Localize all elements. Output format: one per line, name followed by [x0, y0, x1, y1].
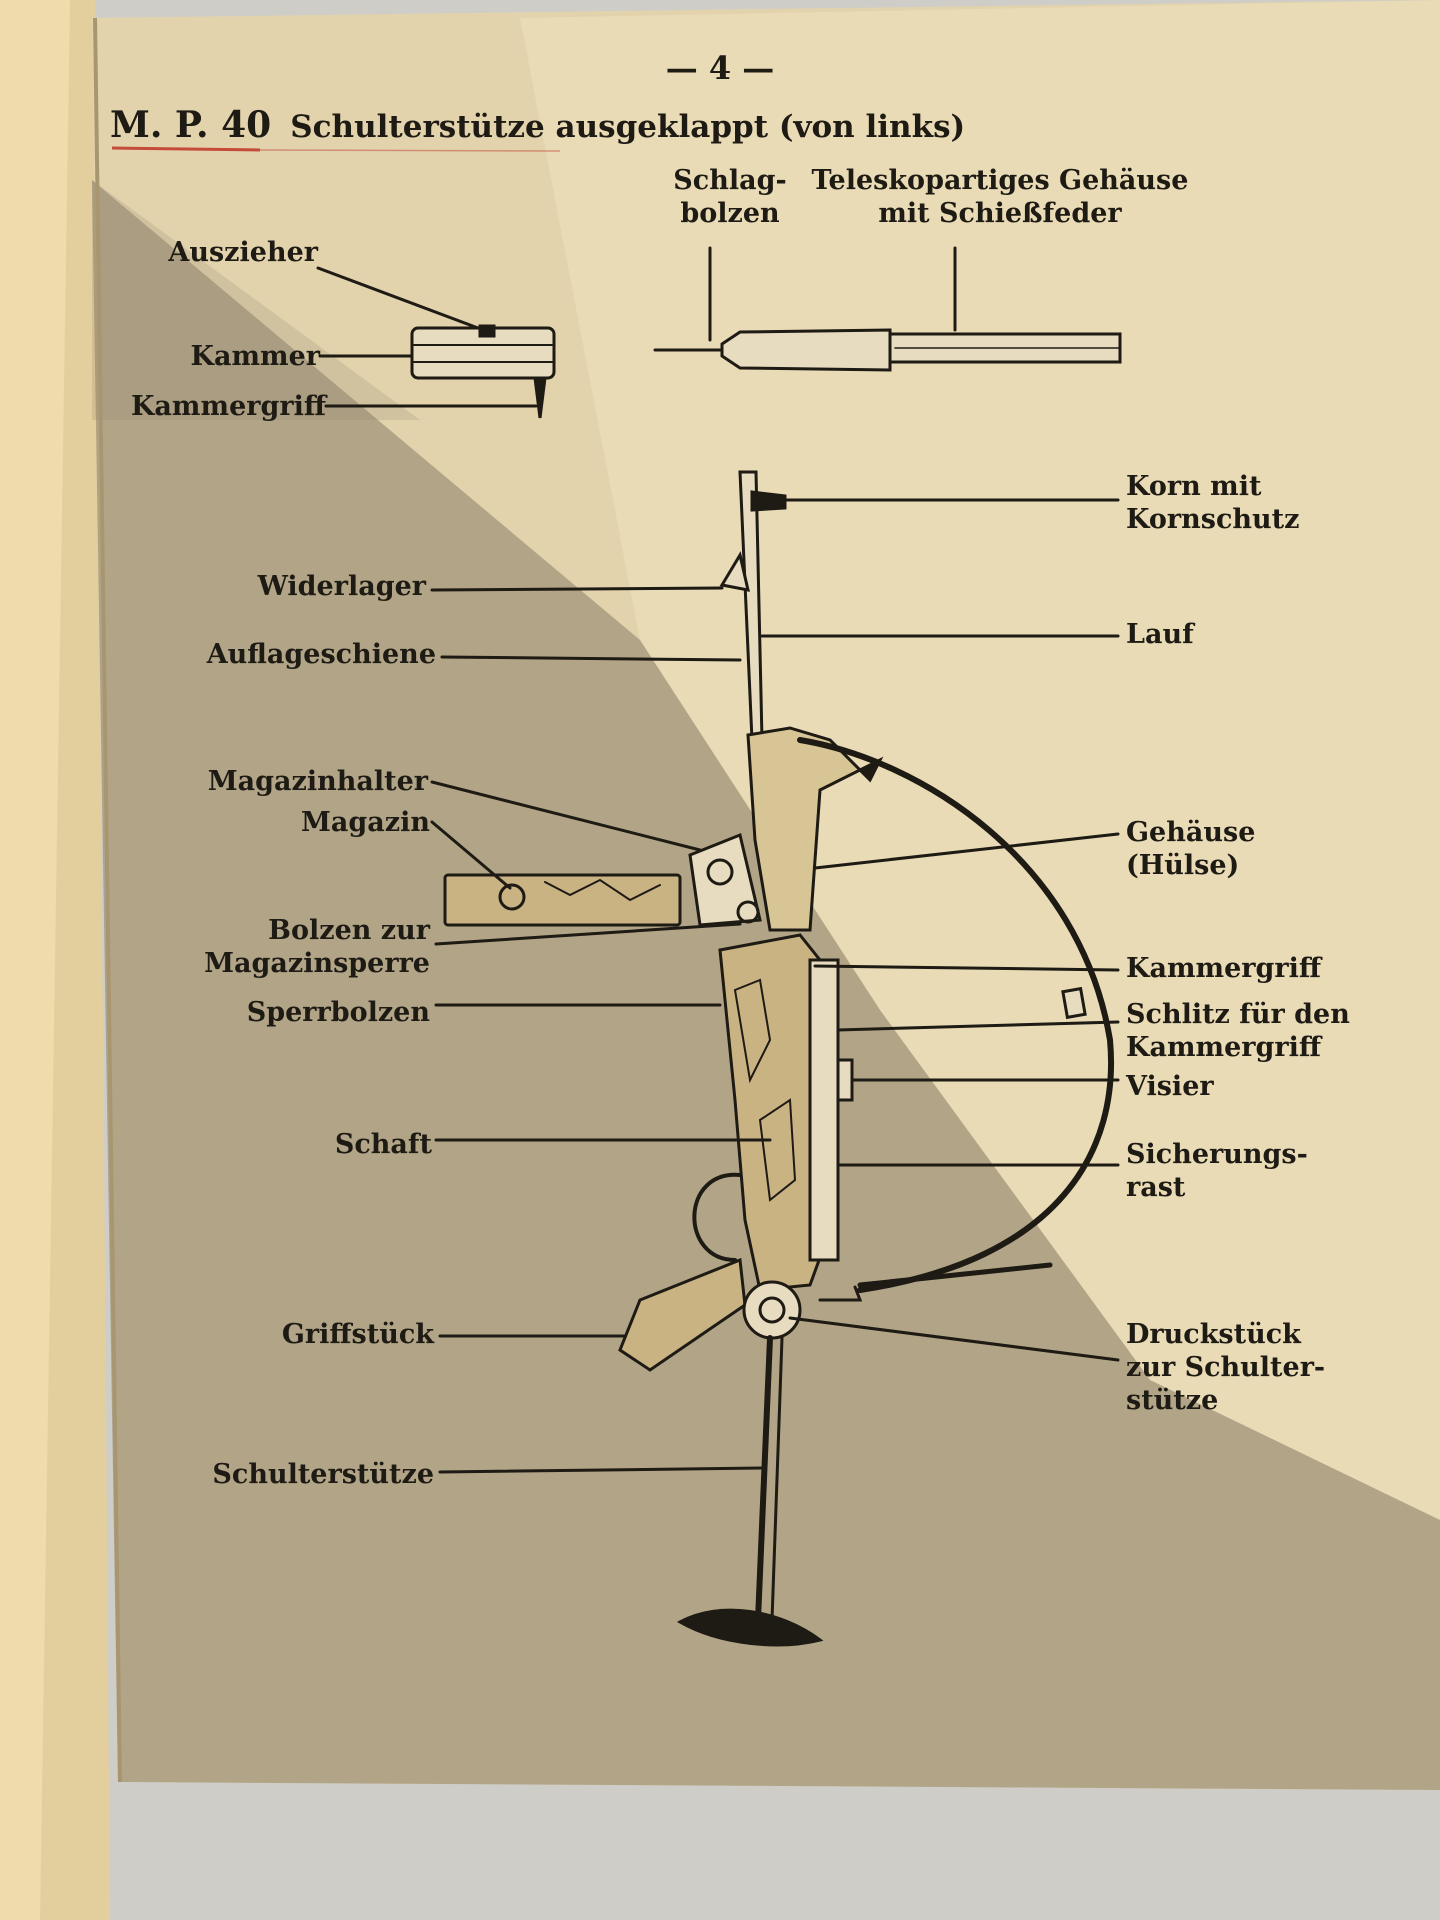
label-teleskop-line2: mit Schießfeder	[878, 198, 1122, 229]
firing-pin-drawing	[653, 328, 1122, 372]
label-sicherungsrast-line1: Sicherungs-	[1126, 1139, 1308, 1170]
label-gehaeuse: Gehäuse (Hülse)	[1126, 816, 1255, 882]
leader-gehaeuse	[813, 832, 1120, 870]
label-sperrbolzen: Sperrbolzen	[246, 997, 430, 1028]
label-korn-line1: Korn mit	[1126, 471, 1262, 502]
label-gehaeuse-line2: (Hülse)	[1126, 850, 1240, 881]
leader-magazinhalter	[430, 780, 702, 852]
leader-widerlager	[430, 586, 724, 592]
label-visier: Visier	[1126, 1071, 1214, 1102]
leader-bolzen	[434, 922, 742, 946]
label-korn: Korn mit Kornschutz	[1126, 470, 1299, 536]
label-schlagbolzen-line1: Schlag-	[673, 165, 787, 196]
leader-druckstueck	[788, 1316, 1120, 1362]
label-auflageschiene: Auflageschiene	[206, 639, 436, 670]
title-text: Schulterstütze ausgeklappt (von links)	[290, 109, 966, 145]
label-schulterstuetze: Schulterstütze	[212, 1459, 434, 1490]
label-bolzen-line2: Magazinsperre	[204, 948, 430, 979]
leader-auszieher	[316, 266, 480, 330]
bolt-drawing	[410, 324, 556, 419]
label-kammergriff: Kammergriff	[1126, 953, 1322, 984]
title-underline-faint	[259, 149, 561, 152]
label-gehaeuse-line1: Gehäuse	[1126, 817, 1256, 848]
label-schlagbolzen-line2: bolzen	[680, 198, 780, 229]
label-griffstueck: Griffstück	[281, 1319, 434, 1350]
leader-schulterstuetze	[438, 1466, 764, 1474]
label-magazin: Magazin	[301, 807, 430, 838]
label-druckstueck: Druckstück zur Schulter- stütze	[1126, 1318, 1325, 1417]
label-teleskop-line1: Teleskopartiges Gehäuse	[811, 165, 1189, 196]
label-kammergriff-top: Kammergriff	[130, 391, 326, 422]
label-magazinhalter: Magazinhalter	[207, 766, 428, 797]
label-widerlager: Widerlager	[257, 571, 426, 602]
label-schlitz-line1: Schlitz für den	[1126, 999, 1350, 1030]
label-schlagbolzen: Schlag- bolzen	[660, 164, 800, 230]
label-lauf: Lauf	[1126, 619, 1194, 650]
label-auszieher: Auszieher	[168, 237, 318, 268]
page-title: M. P. 40 Schulterstütze ausgeklappt (von…	[110, 104, 965, 146]
title-underline	[111, 146, 261, 152]
label-teleskop-gehaeuse: Teleskopartiges Gehäuse mit Schießfeder	[810, 164, 1190, 230]
label-sicherungsrast: Sicherungs- rast	[1126, 1138, 1308, 1204]
page-number: — 4 —	[665, 49, 775, 87]
leader-kammergriff	[813, 964, 1120, 972]
label-schaft: Schaft	[334, 1129, 432, 1160]
model-name: M. P. 40	[110, 104, 272, 146]
label-druckstueck-line2: zur Schulter-	[1126, 1352, 1326, 1383]
label-druckstueck-line3: stütze	[1126, 1385, 1219, 1416]
label-kammer: Kammer	[190, 341, 320, 372]
leader-auflageschiene	[440, 655, 742, 662]
leader-magazin	[430, 820, 512, 890]
leader-schlitz	[836, 1020, 1120, 1032]
label-druckstueck-line1: Druckstück	[1126, 1319, 1301, 1350]
gun-drawing	[443, 470, 1114, 1647]
leader-lines	[316, 246, 1120, 1474]
label-korn-line2: Kornschutz	[1126, 504, 1300, 535]
label-bolzen: Bolzen zur Magazinsperre	[160, 914, 430, 980]
label-schlitz: Schlitz für den Kammergriff	[1126, 998, 1350, 1064]
label-sicherungsrast-line2: rast	[1126, 1172, 1186, 1203]
label-schlitz-line2: Kammergriff	[1126, 1032, 1322, 1063]
label-bolzen-line1: Bolzen zur	[268, 915, 430, 946]
